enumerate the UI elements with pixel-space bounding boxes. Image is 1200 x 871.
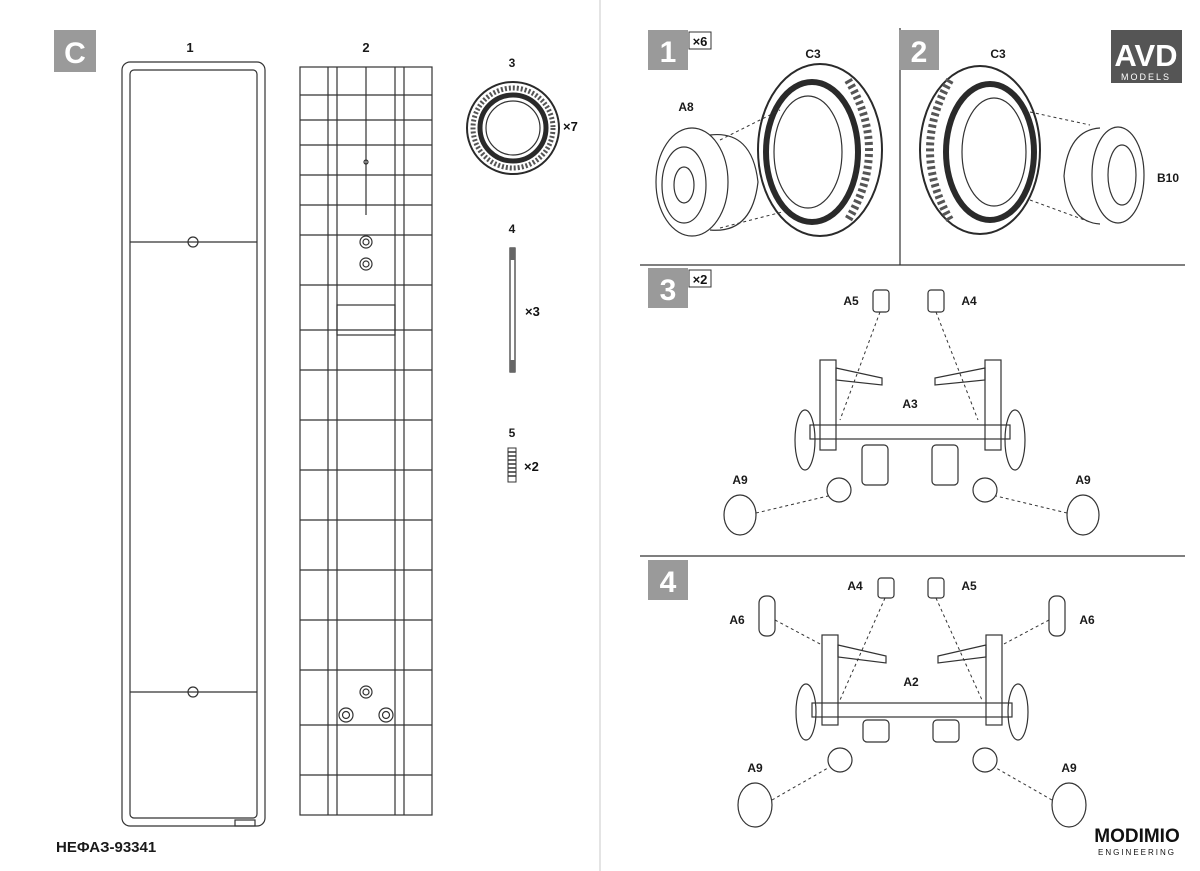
part-4-number: 4 bbox=[509, 222, 516, 236]
step-3-label-a3: A3 bbox=[902, 397, 918, 411]
part-2-number: 2 bbox=[362, 40, 369, 55]
step-3-label-a4: A4 bbox=[961, 294, 977, 308]
step-1-label-c3: C3 bbox=[805, 47, 821, 61]
step-1: 1 ×6 A8 C3 bbox=[648, 30, 883, 237]
modimio-logo-name: MODIMIO bbox=[1094, 826, 1180, 847]
step-3-box bbox=[648, 268, 688, 308]
step-4-label-a5: A5 bbox=[961, 579, 977, 593]
step-4-label-a9-right: A9 bbox=[1061, 761, 1077, 775]
step-3-label-a9-right: A9 bbox=[1075, 473, 1091, 487]
step-4: 4 A4 A5 A6 A6 A2 A9 A9 bbox=[648, 560, 1095, 828]
sprue-letter-box bbox=[54, 30, 96, 72]
part-5: 5 ×2 bbox=[507, 426, 539, 483]
part-3-quantity: ×7 bbox=[563, 119, 578, 134]
sprue-c-header: C bbox=[54, 30, 96, 72]
modimio-logo-sub: ENGINEERING bbox=[1098, 848, 1176, 857]
part-4: 4 ×3 bbox=[509, 222, 540, 373]
step-1-box bbox=[648, 30, 688, 70]
avd-models-logo: AVD MODELS bbox=[1111, 30, 1182, 83]
sprue-letter: C bbox=[64, 37, 86, 70]
step-4-label-a6-left: A6 bbox=[729, 613, 745, 627]
step-4-number: 4 bbox=[660, 566, 677, 599]
step-2-label-c3: C3 bbox=[990, 47, 1006, 61]
part-4-quantity: ×3 bbox=[525, 304, 540, 319]
part-5-number: 5 bbox=[509, 426, 516, 440]
step-2-label-b10: B10 bbox=[1157, 171, 1179, 185]
step-4-label-a4: A4 bbox=[847, 579, 863, 593]
part-1-number: 1 bbox=[186, 40, 193, 55]
part-2: 2 bbox=[299, 40, 433, 816]
step-2: 2 C3 B10 bbox=[899, 30, 1179, 235]
avd-logo-top: AVD bbox=[1114, 38, 1177, 73]
step-1-number: 1 bbox=[660, 36, 677, 69]
step-1-label-a8: A8 bbox=[678, 100, 694, 114]
step-3-label-a5: A5 bbox=[843, 294, 859, 308]
avd-logo-bottom: MODELS bbox=[1121, 72, 1171, 82]
part-3-number: 3 bbox=[509, 56, 516, 70]
step-4-label-a9-left: A9 bbox=[747, 761, 763, 775]
step-2-number: 2 bbox=[911, 36, 928, 69]
step-3-number: 3 bbox=[660, 274, 677, 307]
step-1-quantity: ×6 bbox=[693, 34, 708, 49]
step-3-label-a9-left: A9 bbox=[732, 473, 748, 487]
step-2-box bbox=[899, 30, 939, 70]
part-5-quantity: ×2 bbox=[524, 459, 539, 474]
model-name: НЕФАЗ-93341 bbox=[56, 839, 156, 856]
step-3-quantity: ×2 bbox=[693, 272, 708, 287]
modimio-logo: MODIMIO ENGINEERING bbox=[1094, 826, 1180, 857]
step-4-label-a6-right: A6 bbox=[1079, 613, 1095, 627]
step-4-label-a2: A2 bbox=[903, 675, 919, 689]
part-3: 3 ×7 bbox=[466, 56, 578, 175]
part-1: 1 bbox=[121, 40, 266, 827]
step-3: 3 ×2 A5 A4 A3 A9 A9 bbox=[648, 268, 1100, 536]
step-4-box bbox=[648, 560, 688, 600]
